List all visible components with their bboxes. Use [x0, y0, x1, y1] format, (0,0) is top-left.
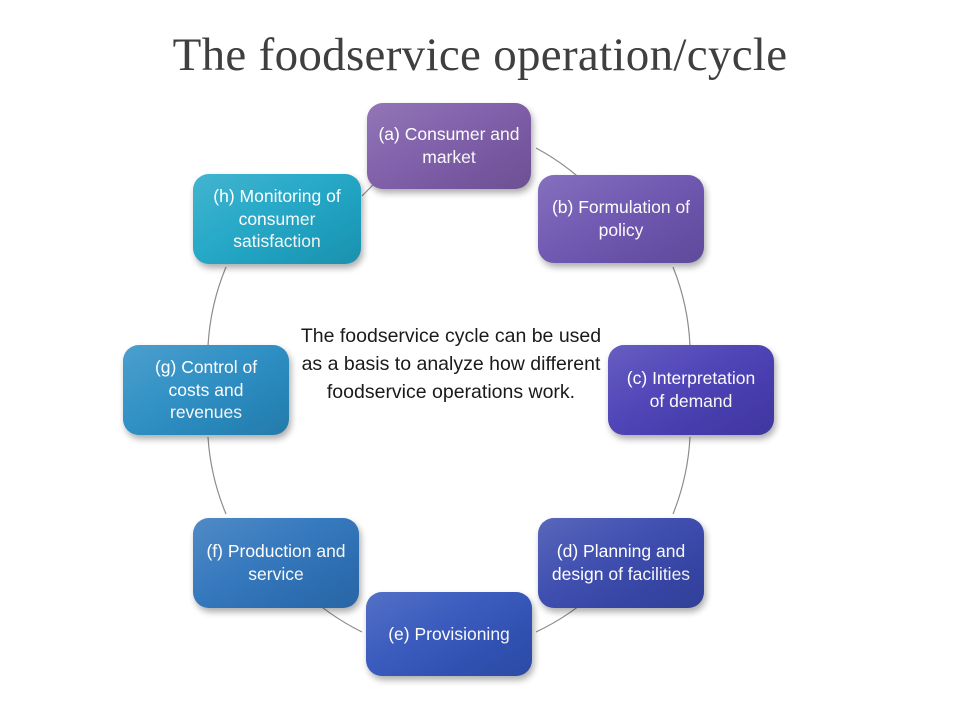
connector-c-d [672, 436, 691, 515]
cycle-node-c[interactable]: (c) Interpretation of demand [608, 345, 774, 435]
connector-b-c [672, 266, 691, 347]
cycle-node-d[interactable]: (d) Planning and design of facilities [538, 518, 704, 608]
cycle-node-h[interactable]: (h) Monitoring of consumer satisfaction [193, 174, 361, 264]
cycle-node-b-label: (b) Formulation of policy [551, 197, 691, 240]
connector-f-g [207, 436, 227, 515]
cycle-node-g-label: (g) Control of costs and revenues [154, 356, 258, 423]
cycle-node-b[interactable]: (b) Formulation of policy [538, 175, 704, 263]
cycle-node-e[interactable]: (e) Provisioning [366, 592, 532, 676]
cycle-node-h-label: (h) Monitoring of consumer satisfaction [213, 185, 341, 252]
cycle-node-a-label: (a) Consumer and market [378, 124, 520, 167]
cycle-node-a[interactable]: (a) Consumer and market [367, 103, 531, 189]
cycle-node-e-label: (e) Provisioning [388, 623, 510, 644]
center-description: The foodservice cycle can be used as a b… [300, 325, 602, 404]
cycle-node-d-label: (d) Planning and design of facilities [551, 541, 691, 584]
cycle-node-f[interactable]: (f) Production and service [193, 518, 359, 608]
cycle-node-g[interactable]: (g) Control of costs and revenues [123, 345, 289, 435]
cycle-node-c-label: (c) Interpretation of demand [626, 368, 756, 411]
page-title: The foodservice operation/cycle [172, 29, 788, 81]
connector-g-h [207, 266, 227, 347]
cycle-node-f-label: (f) Production and service [206, 541, 346, 584]
